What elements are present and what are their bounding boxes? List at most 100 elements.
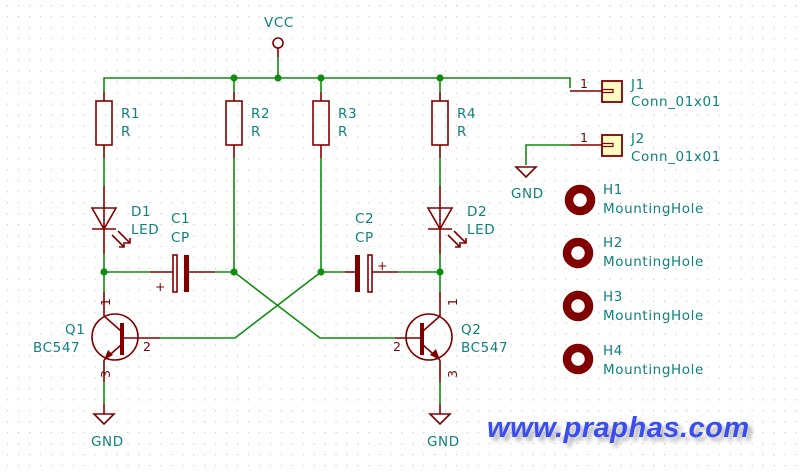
watermark-text: www.praphas.com — [487, 412, 750, 444]
resistor-r2[interactable]: R2 R — [225, 92, 270, 158]
mounting-hole-h1[interactable]: H1 MountingHole — [564, 182, 704, 217]
capacitor-c1-plate-positive — [172, 254, 178, 293]
mounting-hole-h4-icon — [562, 343, 594, 375]
led-d2-value: LED — [467, 222, 495, 238]
resistor-r3[interactable]: R3 R — [312, 92, 357, 158]
mounting-hole-h1-icon — [564, 184, 596, 216]
led-d2-emission-arrows-icon — [447, 230, 467, 248]
transistor-q1-ref: Q1 — [65, 322, 85, 338]
mounting-hole-h1-value: MountingHole — [603, 201, 704, 217]
transistor-q2-ref: Q2 — [461, 322, 481, 338]
mounting-hole-h2[interactable]: H2 MountingHole — [562, 235, 704, 270]
transistor-q2-emitter-arrow-icon — [430, 349, 440, 360]
capacitor-c2-plus: + — [377, 258, 387, 273]
mounting-hole-h3-icon — [562, 290, 594, 322]
resistor-r4[interactable]: R4 R — [431, 92, 476, 158]
wire-j2-gnd — [525, 144, 570, 165]
transistor-q1-pin1: 1 — [98, 298, 113, 306]
capacitor-c1-plate-negative — [184, 255, 189, 292]
resistor-r2-value: R — [251, 124, 261, 140]
resistor-r1[interactable]: R1 R — [95, 92, 140, 158]
connector-j1[interactable]: 1 J1 Conn_01x01 — [570, 76, 721, 110]
gnd-symbol-j2[interactable]: GND — [511, 166, 544, 202]
vcc-label: VCC — [264, 15, 294, 31]
gnd-q1-icon — [92, 413, 116, 426]
led-d1-value: LED — [131, 222, 159, 238]
connector-j1-pin: 1 — [580, 76, 588, 91]
transistor-q1-circle-icon — [91, 313, 139, 361]
connector-j1-value: Conn_01x01 — [631, 94, 721, 110]
junction — [274, 74, 282, 82]
capacitor-c1-value: CP — [171, 230, 190, 246]
watermark-shadow: www.praphas.com — [491, 416, 754, 448]
led-d1-emission-arrows-icon — [111, 230, 131, 248]
junction — [317, 74, 325, 82]
capacitor-c2-value: CP — [355, 230, 374, 246]
junction — [100, 268, 108, 276]
capacitor-c2-plate-positive — [367, 254, 373, 293]
transistor-q2-pin2: 2 — [393, 339, 401, 354]
connector-j2-value: Conn_01x01 — [631, 149, 721, 165]
resistor-r4-ref: R4 — [457, 106, 476, 122]
resistor-r1-value: R — [121, 124, 131, 140]
connector-j2[interactable]: 1 J2 Conn_01x01 — [570, 130, 721, 165]
capacitor-c1-plus: + — [155, 279, 165, 294]
resistor-r4-value: R — [457, 124, 467, 140]
connector-j2-pin: 1 — [580, 130, 588, 145]
connector-j2-ref: J2 — [630, 131, 645, 147]
capacitor-c2[interactable]: + C2 CP — [345, 211, 398, 293]
transistor-q2-circle-icon — [405, 313, 453, 361]
mounting-hole-h2-icon — [562, 237, 594, 269]
mounting-hole-h2-value: MountingHole — [603, 254, 704, 270]
transistor-q2[interactable]: 1 2 3 Q2 BC547 — [393, 292, 508, 382]
wire-cross-q2-base — [233, 271, 395, 339]
connector-j2-body — [601, 134, 623, 157]
led-d2[interactable]: D2 LED — [426, 186, 495, 254]
junction — [436, 268, 444, 276]
connector-j1-ref: J1 — [630, 77, 645, 93]
led-d1-ref: D1 — [131, 204, 151, 220]
mounting-hole-h4[interactable]: H4 MountingHole — [562, 343, 704, 378]
resistor-r3-ref: R3 — [338, 106, 357, 122]
capacitor-c1-ref: C1 — [171, 211, 190, 227]
mounting-hole-h4-ref: H4 — [603, 343, 623, 359]
gnd-q2-label: GND — [427, 434, 460, 450]
mounting-hole-h3-value: MountingHole — [603, 308, 704, 324]
transistor-q2-value: BC547 — [461, 340, 508, 356]
transistor-q1-value: BC547 — [33, 340, 80, 356]
led-d2-ref: D2 — [467, 204, 487, 220]
vcc-power-symbol[interactable]: VCC — [264, 15, 294, 57]
transistor-q2-pin3: 3 — [445, 370, 460, 378]
capacitor-c1[interactable]: + C1 CP — [150, 211, 215, 294]
led-d1-triangle-icon — [90, 207, 118, 231]
junction — [230, 268, 238, 276]
mounting-hole-h3[interactable]: H3 MountingHole — [562, 289, 704, 324]
gnd-j2-icon — [514, 166, 538, 179]
gnd-j2-label: GND — [511, 186, 544, 202]
mounting-hole-h2-ref: H2 — [603, 235, 623, 251]
led-d2-triangle-icon — [426, 207, 454, 231]
capacitor-c2-ref: C2 — [355, 211, 374, 227]
gnd-q1-label: GND — [91, 434, 124, 450]
transistor-q1-pin3: 3 — [98, 370, 113, 378]
mounting-hole-h3-ref: H3 — [603, 289, 623, 305]
junction — [230, 74, 238, 82]
wire-cross-q1-base — [160, 271, 322, 339]
gnd-symbol-q1[interactable]: GND — [91, 404, 124, 450]
transistor-q1[interactable]: 1 2 3 Q1 BC547 — [33, 292, 160, 382]
resistor-r1-ref: R1 — [121, 106, 140, 122]
transistor-q1-pin2: 2 — [143, 339, 151, 354]
junction — [436, 74, 444, 82]
resistor-r3-value: R — [338, 124, 348, 140]
led-d1[interactable]: D1 LED — [90, 186, 159, 254]
wire-vcc-bus — [103, 77, 571, 92]
resistor-r2-ref: R2 — [251, 106, 270, 122]
mounting-hole-h4-value: MountingHole — [603, 362, 704, 378]
transistor-q2-pin1: 1 — [445, 298, 460, 306]
transistor-q1-emitter-arrow-icon — [104, 350, 113, 360]
connector-j1-body — [601, 80, 623, 103]
gnd-q2-icon — [428, 413, 452, 426]
gnd-symbol-q2[interactable]: GND — [427, 404, 460, 450]
junction — [317, 268, 325, 276]
